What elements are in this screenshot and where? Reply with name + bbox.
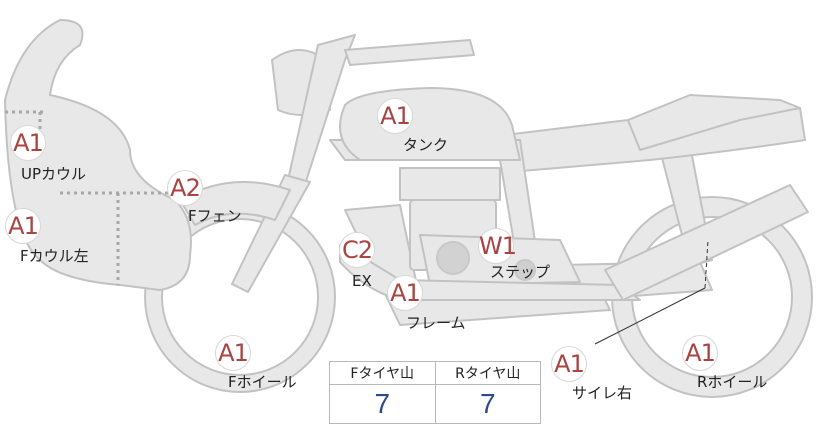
exhaust-grade: C2 <box>339 232 375 268</box>
up-cowl-grade: A1 <box>10 125 46 161</box>
silencer-right-grade: A1 <box>551 346 587 382</box>
step-label: ステップ <box>490 263 551 281</box>
f-fender-grade: A2 <box>167 170 203 206</box>
f-wheel-label: Fホイール <box>228 373 297 391</box>
f-wheel-grade: A1 <box>215 335 251 371</box>
engine-block <box>399 167 501 201</box>
front-tread-value: 7 <box>329 384 436 424</box>
up-cowl-label: UPカウル <box>21 165 87 183</box>
tail <box>627 94 801 151</box>
frame-grade: A1 <box>387 275 423 311</box>
rear-tread-value: 7 <box>434 384 541 424</box>
front-fork <box>287 34 356 201</box>
r-wheel-label: Rホイール <box>697 373 768 391</box>
front-fender <box>179 181 291 226</box>
tank-label: タンク <box>403 136 449 154</box>
f-cowl-left-label: Fカウル左 <box>20 247 89 265</box>
exhaust-label: EX <box>352 272 372 290</box>
f-fender-label: Fフェン <box>188 207 242 225</box>
f-cowl-left-grade: A1 <box>5 208 41 244</box>
front-cowl <box>4 19 192 291</box>
frame-label: フレーム <box>406 314 466 332</box>
r-wheel-grade: A1 <box>682 335 718 371</box>
step-grade: W1 <box>478 228 517 264</box>
silencer-right-label: サイレ右 <box>572 384 633 402</box>
tire-tread-table: Fタイヤ山 Rタイヤ山 7 7 <box>329 361 541 424</box>
silencer <box>604 184 809 301</box>
front-tread-header: Fタイヤ山 <box>329 361 436 385</box>
rear-tread-header: Rタイヤ山 <box>434 361 541 385</box>
tank-grade: A1 <box>377 98 413 134</box>
